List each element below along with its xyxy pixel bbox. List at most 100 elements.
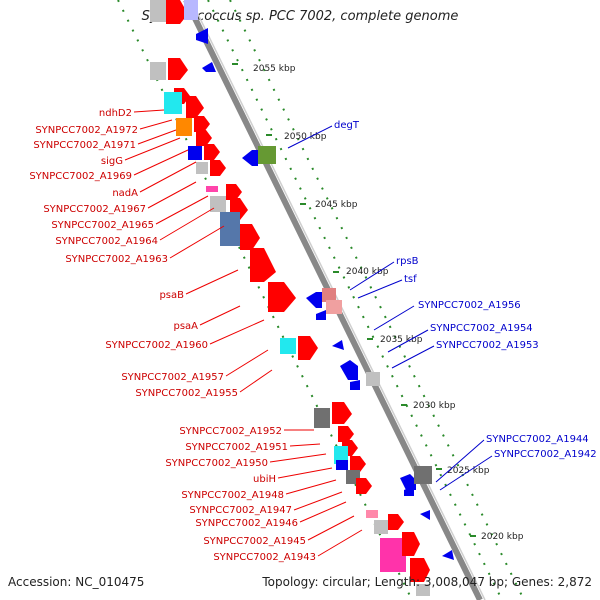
feature-gray-5 [416, 584, 430, 596]
gene-label-A1954: SYNPCC7002_A1954 [430, 323, 533, 334]
gene-label-sigG: sigG [101, 156, 123, 167]
feature-blue-arrow-7 [400, 474, 416, 490]
feature-blue-arrow-2 [306, 292, 322, 308]
feature-red-arrow-15 [350, 456, 366, 472]
reverse-labels: degT rpsB tsf SYNPCC7002_A1956 SYNPCC700… [334, 120, 597, 460]
feature-red-arrow-18 [402, 532, 420, 556]
feature-degT [242, 150, 258, 166]
gene-label-nadA: nadA [112, 188, 138, 199]
feature-red-arrow-6 [204, 144, 220, 160]
tick-label-2035: 2035 kbp [380, 335, 423, 345]
gene-label-A1951: SYNPCC7002_A1951 [185, 442, 288, 453]
feature-gray-4 [374, 520, 388, 534]
gene-label-degT: degT [334, 120, 360, 131]
feature-cyan-ndhD2 [164, 92, 182, 114]
feature-gray-r1 [366, 372, 380, 386]
feature-top-gray [150, 0, 166, 22]
reverse-strand-features [196, 28, 454, 560]
feature-darkgray-r1 [414, 466, 432, 484]
gene-label-A1955: SYNPCC7002_A1955 [135, 388, 238, 399]
gene-label-A1957: SYNPCC7002_A1957 [121, 372, 224, 383]
gene-label-A1942: SYNPCC7002_A1942 [494, 449, 597, 460]
feature-darkgray-1 [314, 408, 330, 428]
gc-track-middle [207, 0, 503, 600]
feature-red-arrow-11 [298, 336, 318, 360]
feature-blue-arrow-3 [316, 310, 326, 320]
feature-gray-2 [196, 162, 208, 174]
feature-red-arrow-17 [388, 514, 404, 530]
gene-label-A1953: SYNPCC7002_A1953 [436, 340, 539, 351]
feature-red-arrow-13 [338, 426, 354, 442]
map-title: Synechococcus sp. PCC 7002, complete gen… [141, 9, 459, 24]
gene-label-tsf: tsf [404, 274, 417, 285]
feature-top-red [166, 0, 188, 24]
feature-blue-arrow-5 [340, 360, 358, 380]
tick-label-2050: 2050 kbp [284, 132, 327, 142]
feature-blue-arrow-9 [420, 510, 430, 520]
feature-blue-2 [336, 460, 348, 470]
feature-red-arrow-8 [226, 184, 242, 200]
feature-cyan-3 [334, 446, 348, 464]
tick-label-2055: 2055 kbp [253, 64, 296, 74]
tick-label-2045: 2045 kbp [315, 200, 358, 210]
feature-gray-3 [210, 196, 226, 212]
gene-label-A1956: SYNPCC7002_A1956 [418, 300, 521, 311]
gene-label-A1960: SYNPCC7002_A1960 [105, 340, 208, 351]
feature-top-lavender [184, 0, 198, 20]
feature-red-arrow-3 [186, 96, 204, 118]
gene-label-A1969: SYNPCC7002_A1969 [29, 171, 132, 182]
gene-label-A1965: SYNPCC7002_A1965 [51, 220, 154, 231]
gene-label-A1963: SYNPCC7002_A1963 [65, 254, 168, 265]
gene-label-A1952: SYNPCC7002_A1952 [179, 426, 282, 437]
feature-steelblue [220, 212, 240, 246]
gene-label-psaA: psaA [173, 321, 198, 332]
gene-label-A1947: SYNPCC7002_A1947 [189, 505, 292, 516]
feature-pink-2 [366, 510, 378, 518]
feature-red-arrow-7 [210, 160, 226, 176]
feature-red-arrow-4 [194, 116, 210, 132]
gene-label-A1964: SYNPCC7002_A1964 [55, 236, 158, 247]
gene-label-A1946: SYNPCC7002_A1946 [195, 518, 298, 529]
feature-orange [176, 118, 192, 136]
feature-psaB [250, 248, 276, 282]
feature-blue-arrow-8 [404, 486, 414, 496]
feature-psaA [268, 282, 296, 312]
feature-blue-arrow-6 [350, 380, 360, 390]
feature-red-arrow-1 [168, 58, 188, 80]
tick-label-2040: 2040 kbp [346, 267, 389, 277]
scale-ticks [232, 63, 476, 537]
feature-red-arrow-12 [332, 402, 352, 424]
forward-labels: ndhD2 SYNPCC7002_A1972 SYNPCC7002_A1971 … [29, 108, 316, 563]
forward-leader-lines [124, 109, 363, 557]
feature-blue-arrow-1 [202, 62, 216, 72]
forward-strand-features [150, 0, 430, 596]
feature-cyan-2 [280, 338, 296, 354]
feature-red-arrow-5 [196, 130, 212, 146]
feature-magenta [380, 538, 406, 572]
feature-blue-arrow-4 [332, 340, 344, 350]
topology-summary: Topology: circular; Length: 3,008,047 bp… [262, 575, 592, 589]
feature-tsf [326, 300, 342, 314]
feature-rpsB [322, 288, 336, 302]
gene-label-A1948: SYNPCC7002_A1948 [181, 490, 284, 501]
gene-label-A1944: SYNPCC7002_A1944 [486, 434, 589, 445]
gene-label-psaB: psaB [159, 290, 184, 301]
gene-label-A1972: SYNPCC7002_A1972 [35, 125, 138, 136]
gene-label-rpsB: rpsB [396, 256, 419, 267]
feature-pink-small [206, 186, 218, 192]
gene-label-A1945: SYNPCC7002_A1945 [203, 536, 306, 547]
tick-label-2020: 2020 kbp [481, 532, 524, 542]
feature-gray-1 [150, 62, 166, 80]
feature-blue-arrow-10 [442, 550, 454, 560]
feature-red-arrow-16 [356, 478, 372, 494]
feature-blue-small [188, 146, 202, 160]
tick-label-2030: 2030 kbp [413, 401, 456, 411]
gene-label-A1967: SYNPCC7002_A1967 [43, 204, 146, 215]
accession-label: Accession: NC_010475 [8, 575, 145, 589]
feature-olive [258, 146, 276, 164]
gene-label-ndhD2: ndhD2 [99, 108, 132, 119]
gene-label-ubiH: ubiH [253, 474, 276, 485]
gc-track-outer [229, 0, 525, 600]
